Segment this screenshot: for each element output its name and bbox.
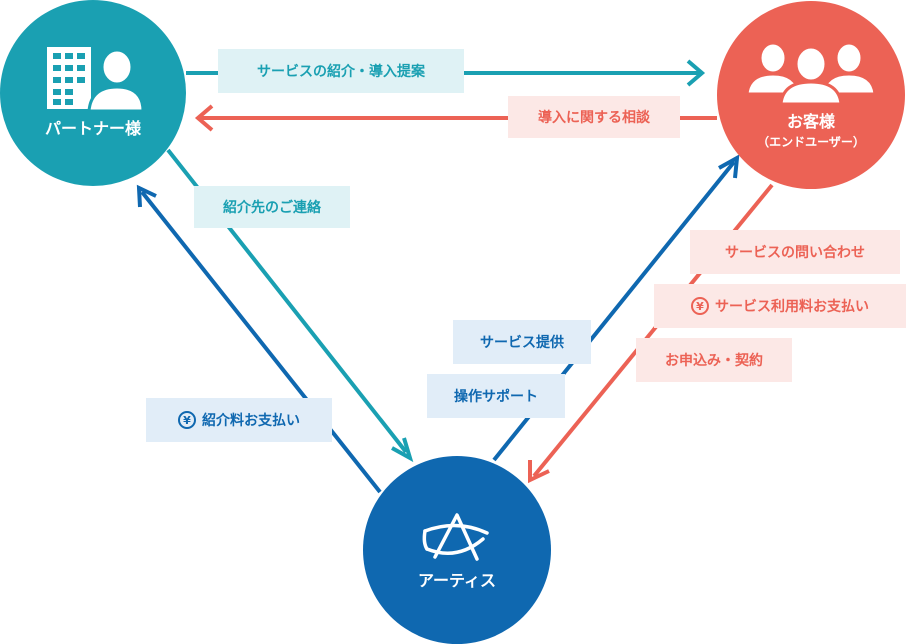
label-consultation: 導入に関する相談 [508,96,680,138]
label-service-intro: サービスの紹介・導入提案 [218,49,464,93]
partner-label: パートナー様 [44,119,141,139]
label-application-contract: お申込み・契約 [636,338,792,382]
yen-icon: ¥ [691,297,709,315]
building-person-icon [47,47,143,112]
label-usage-fee: ¥ サービス利用料お支払い [654,284,906,328]
customer-node: お客様 （エンドユーザー） [717,1,905,189]
label-service-provision: サービス提供 [453,320,591,364]
partner-node: パートナー様 [0,0,186,186]
customer-label: お客様 [786,111,835,131]
artis-label: アーティス [417,571,497,591]
customer-sublabel: （エンドユーザー） [757,135,865,150]
artis-node: アーティス [363,456,551,644]
label-operation-support: 操作サポート [427,374,565,418]
label-referral-fee: ¥ 紹介料お支払い [146,398,332,442]
yen-icon: ¥ [178,411,196,429]
arrow-artis-to-partner [136,184,382,494]
people-group-icon [747,41,875,104]
label-service-inquiry: サービスの問い合わせ [690,230,900,274]
label-referral-contact: 紹介先のご連絡 [194,186,350,228]
artis-logo-icon [422,513,489,562]
label-referral-fee-text: 紹介料お支払い [202,413,300,429]
label-usage-fee-text: サービス利用料お支払い [715,299,869,315]
